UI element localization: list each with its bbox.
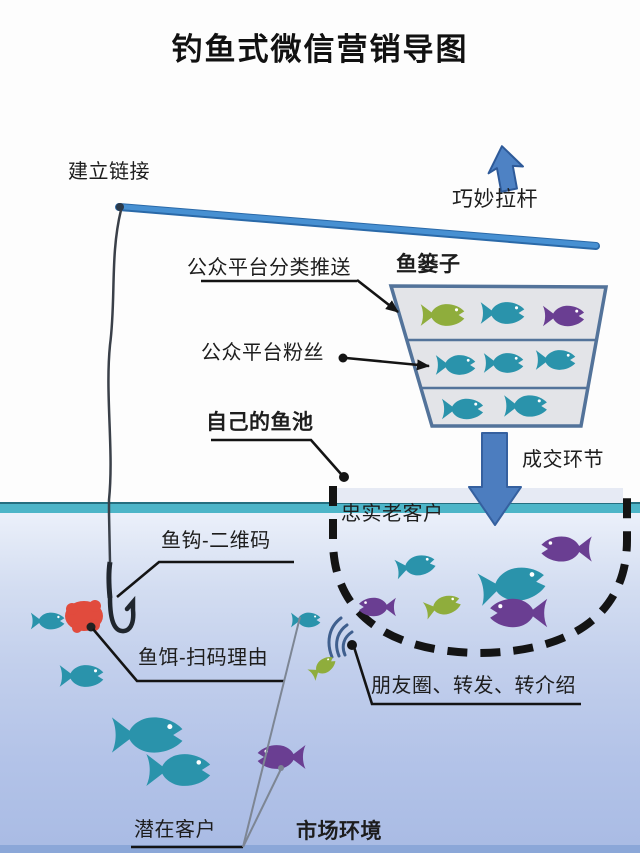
label-potential-customers: 潜在客户	[134, 819, 216, 841]
potential-lines	[242, 616, 301, 848]
label-fish-basket: 鱼篓子	[396, 253, 461, 276]
fish-purple	[358, 597, 396, 617]
own-pond-pointer	[211, 438, 342, 475]
label-platform-fans: 公众平台粉丝	[201, 342, 324, 364]
connector-lines	[92, 278, 581, 849]
hook-pointer	[116, 560, 294, 598]
label-hook-qrcode: 鱼钩-二维码	[161, 530, 271, 552]
fish-hook	[107, 595, 136, 634]
label-establish-link: 建立链接	[68, 161, 150, 183]
label-moments-share: 朋友圈、转发、转介绍	[371, 675, 576, 697]
page-title: 钓鱼式微信营销导图	[171, 32, 469, 67]
label-bait-reason: 鱼饵-扫码理由	[138, 647, 269, 669]
pond-dashed-outline	[329, 486, 631, 658]
fish-purple	[541, 536, 592, 562]
push-arrow	[356, 278, 399, 314]
rod-tip	[116, 203, 124, 211]
down-arrow-icon	[468, 432, 522, 526]
bait-pointer	[92, 628, 284, 683]
label-platform-push: 公众平台分类推送	[187, 257, 351, 279]
label-clever-pull: 巧妙拉杆	[452, 188, 538, 211]
fish-teal	[111, 717, 183, 753]
fish-purple	[490, 598, 548, 628]
label-own-pond: 自己的鱼池	[206, 411, 314, 434]
up-arrow-icon	[487, 145, 524, 193]
potential-dot	[278, 765, 284, 771]
fishing-rod-highlight	[116, 204, 599, 248]
label-loyal-customers: 忠实老客户	[341, 503, 444, 525]
fish-teal	[30, 612, 65, 630]
bait-lump	[72, 623, 82, 633]
fishing-line	[107, 209, 123, 563]
fans-pointer-dot	[338, 353, 348, 363]
moments-pointer	[352, 646, 581, 706]
fish-teal	[394, 552, 437, 580]
water-bottom-strip	[0, 845, 640, 853]
fish-teal	[290, 612, 321, 628]
bait-lump	[66, 603, 78, 615]
label-market-env: 市场环境	[296, 820, 382, 843]
bait-lump	[89, 600, 101, 612]
fish-green	[307, 653, 339, 681]
fans-arrow	[345, 356, 430, 371]
hook-shank	[106, 561, 113, 599]
signal-waves-icon	[327, 616, 354, 659]
water-surface-line	[0, 502, 640, 513]
moments-dot	[347, 640, 357, 650]
fish-teal	[146, 754, 211, 786]
label-deal-step: 成交环节	[522, 449, 604, 471]
fish-green	[422, 592, 463, 620]
own-pond-dot	[339, 472, 349, 482]
fish-teal	[59, 665, 104, 687]
